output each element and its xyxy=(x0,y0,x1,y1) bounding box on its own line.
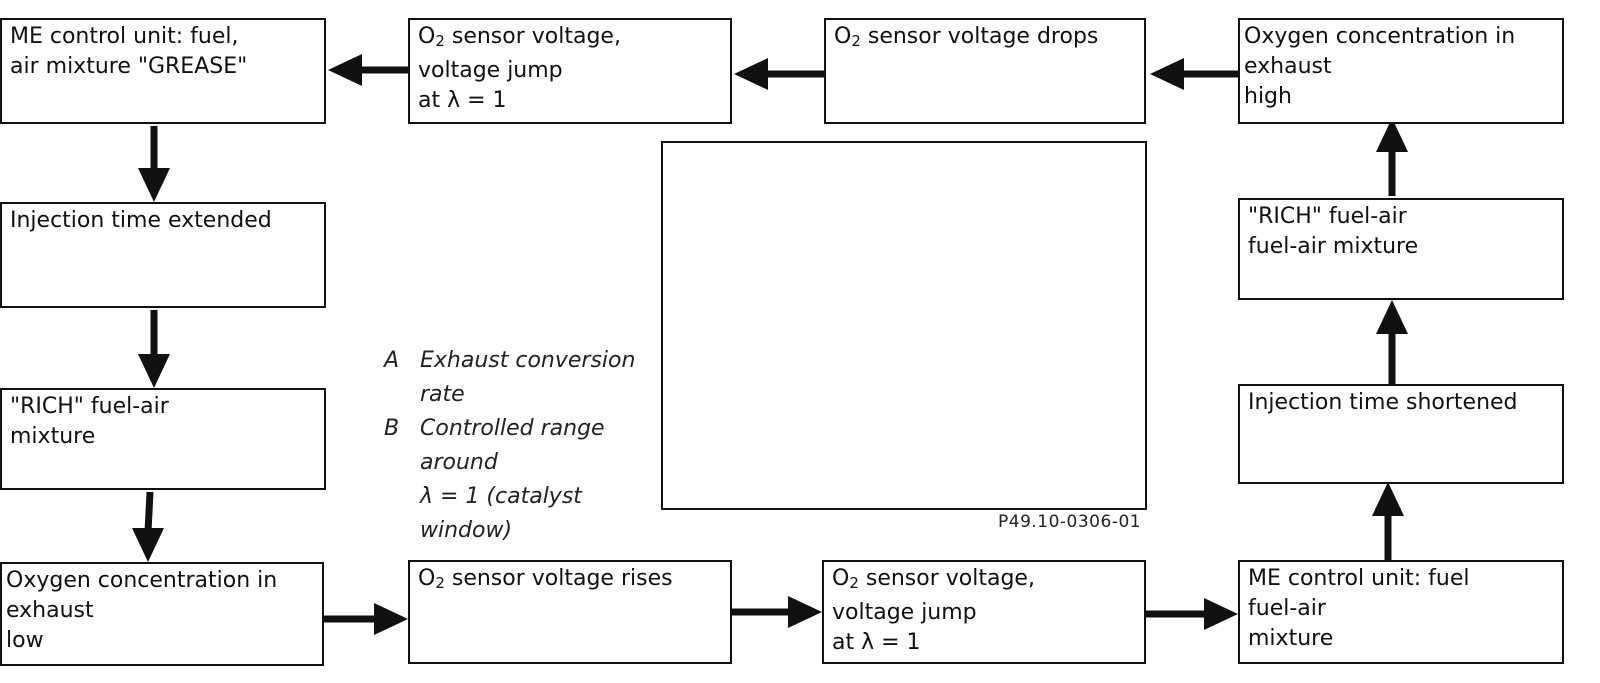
arrow-injection-shortened-to-rich xyxy=(1376,300,1408,384)
box-text-line: "RICH" fuel-air xyxy=(10,394,169,419)
box-text: sensor voltage drops xyxy=(860,24,1099,49)
figure-code: P49.10-0306-01 xyxy=(998,512,1142,532)
legend-text: around xyxy=(420,450,498,475)
box-text-line: exhaust xyxy=(6,598,94,623)
box-text-line: mixture xyxy=(10,424,96,449)
legend-text: λ = 1 (catalyst xyxy=(420,484,582,509)
arrow-o2-jump-to-me-control-right xyxy=(1146,598,1238,630)
box-text-line: exhaust xyxy=(1244,54,1332,79)
legend-key-b: B xyxy=(384,416,400,441)
o2-symbol: O xyxy=(832,566,850,591)
box-me-control-lean: ME control unit: fuel, air mixture "GREA… xyxy=(0,18,326,124)
legend-text: rate xyxy=(420,382,465,407)
box-text-line: Injection time extended xyxy=(10,208,272,233)
box-text-line: ME control unit: fuel xyxy=(1248,566,1470,591)
arrow-oxygen-high-to-o2-drops xyxy=(1150,58,1240,90)
box-text-line: air mixture "GREASE" xyxy=(10,54,248,79)
box-rich-left: "RICH" fuel-air mixture xyxy=(0,388,326,490)
box-text-line: voltage jump xyxy=(832,600,977,625)
box-me-control-right: ME control unit: fuel fuel-air mixture xyxy=(1238,560,1564,664)
box-text: sensor voltage rises xyxy=(444,566,673,591)
legend-text: Controlled range xyxy=(420,416,605,441)
box-text-line: "RICH" fuel-air xyxy=(1248,204,1407,229)
box-text-line: fuel-air xyxy=(1248,596,1326,621)
box-oxygen-high: Oxygen concentration in exhaust high xyxy=(1238,18,1564,124)
box-text-line: high xyxy=(1244,84,1292,109)
graph-frame xyxy=(661,141,1147,510)
box-injection-extended: Injection time extended xyxy=(0,202,326,308)
legend-text: Exhaust conversion xyxy=(420,348,636,373)
box-rich-right: "RICH" fuel-air fuel-air mixture xyxy=(1238,198,1564,300)
arrow-injection-to-rich xyxy=(138,310,170,388)
legend-text: window) xyxy=(420,518,513,543)
box-injection-shortened: Injection time shortened xyxy=(1238,384,1564,484)
arrow-me-control-to-injection xyxy=(138,126,170,202)
arrow-o2-drops-to-o2-jump xyxy=(734,58,824,90)
arrow-o2-rises-to-o2-jump xyxy=(732,596,822,628)
box-o2-drops: O2 sensor voltage drops xyxy=(824,18,1146,124)
box-text-line: O2 sensor voltage drops xyxy=(834,22,1136,56)
box-text-line: O2 sensor voltage, xyxy=(418,22,722,56)
box-text-line: ME control unit: fuel, xyxy=(10,24,239,49)
box-o2-jump-bottom: O2 sensor voltage, voltage jump at λ = 1 xyxy=(822,560,1146,664)
box-text-line: O2 sensor voltage rises xyxy=(418,564,722,598)
arrow-rich-to-oxygen-low xyxy=(132,491,164,562)
box-text-line: Injection time shortened xyxy=(1248,390,1518,415)
o2-symbol: O xyxy=(418,24,436,49)
box-text-line: voltage jump xyxy=(418,58,563,83)
arrow-o2-jump-to-me-control xyxy=(328,54,410,86)
box-text-line: fuel-air mixture xyxy=(1248,234,1419,259)
box-text-line: Oxygen concentration in xyxy=(1244,24,1516,49)
box-o2-rises: O2 sensor voltage rises xyxy=(408,560,732,664)
arrow-rich-to-oxygen-high xyxy=(1376,118,1408,196)
box-text-line: at λ = 1 xyxy=(418,88,507,113)
box-o2-jump-top: O2 sensor voltage, voltage jump at λ = 1 xyxy=(408,18,732,124)
o2-symbol: O xyxy=(834,24,852,49)
box-text-line: Oxygen concentration in xyxy=(6,568,278,593)
legend-item-a: A Exhaust conversion rate xyxy=(384,344,635,412)
box-text: sensor voltage, xyxy=(858,566,1035,591)
o2-subscript: 2 xyxy=(849,574,859,592)
legend-key-a: A xyxy=(384,348,400,373)
legend: A Exhaust conversion rate B Controlled r… xyxy=(384,344,635,548)
o2-subscript: 2 xyxy=(435,32,445,50)
o2-subscript: 2 xyxy=(851,32,861,50)
arrow-oxygen-low-to-o2-rises xyxy=(324,603,408,635)
box-text-line: mixture xyxy=(1248,626,1334,651)
box-oxygen-low: Oxygen concentration in exhaust low xyxy=(0,562,324,666)
box-text-line: low xyxy=(6,628,44,653)
box-text: sensor voltage, xyxy=(444,24,621,49)
o2-symbol: O xyxy=(418,566,436,591)
legend-item-b: B Controlled range around λ = 1 (catalys… xyxy=(384,412,635,548)
arrow-me-control-to-injection-shortened xyxy=(1372,482,1404,560)
box-text-line: at λ = 1 xyxy=(832,630,921,655)
box-text-line: O2 sensor voltage, xyxy=(832,564,1136,598)
o2-subscript: 2 xyxy=(435,574,445,592)
